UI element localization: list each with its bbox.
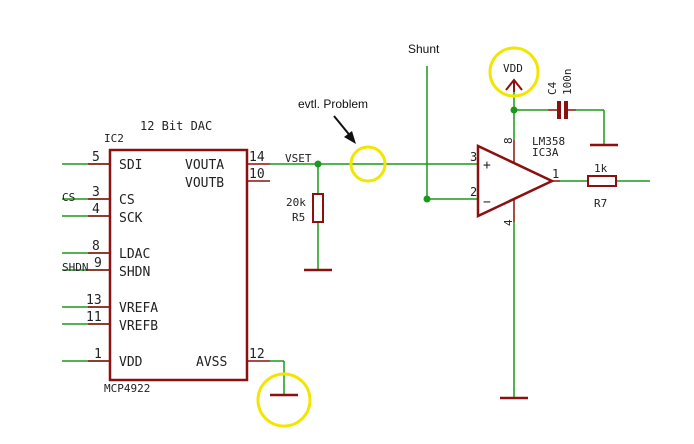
junction-vset bbox=[314, 160, 322, 168]
ic2-ref: IC2 bbox=[104, 132, 124, 145]
highlight-vdd-circle bbox=[488, 46, 540, 98]
c4-value: 100n bbox=[561, 69, 574, 96]
pin-name: VDD bbox=[119, 355, 143, 370]
pin-number: 10 bbox=[249, 167, 265, 182]
ic2-pin-3: 3 CS CS bbox=[62, 185, 135, 208]
opamp-pin-8: 8 bbox=[502, 137, 515, 144]
pin-name: LDAC bbox=[119, 247, 150, 262]
opamp-body bbox=[476, 144, 555, 218]
junction-vdd bbox=[510, 106, 518, 114]
ic2-pin-10: 10 VOUTB bbox=[185, 167, 270, 191]
opamp-pin-4: 4 bbox=[502, 219, 515, 226]
r7-value: 1k bbox=[594, 162, 608, 175]
opamp-pin-1: 1 bbox=[552, 167, 559, 181]
net-label-shdn: SHDN bbox=[62, 261, 89, 274]
ic2-pin-9: 9 SHDN SHDN bbox=[62, 256, 150, 280]
pin-name: VOUTB bbox=[185, 176, 224, 191]
opamp-pin-2: 2 bbox=[470, 185, 477, 199]
pin-number: 12 bbox=[249, 347, 265, 362]
ic2-part: MCP4922 bbox=[104, 382, 150, 395]
ic2-body bbox=[108, 148, 249, 382]
opamp-plus-sign: + bbox=[483, 158, 491, 173]
junction-shunt bbox=[423, 195, 431, 203]
opamp-ic3a: + − 3 2 1 8 4 LM358 IC3A bbox=[470, 135, 565, 226]
ic2-pin-12: 12 AVSS bbox=[196, 347, 270, 370]
r7-ref: R7 bbox=[594, 197, 607, 210]
ic2-dac: 12 Bit DAC IC2 MCP4922 5 SDI 3 CS CS 4 S… bbox=[62, 119, 270, 395]
ic2-pin-1: 1 VDD bbox=[62, 347, 143, 370]
r5-ref: R5 bbox=[292, 211, 305, 224]
vdd-supply-symbol: VDD bbox=[503, 62, 523, 92]
c4-ref: C4 bbox=[546, 81, 559, 95]
pin-number: 14 bbox=[249, 150, 265, 165]
ic2-pin-5: 5 SDI bbox=[62, 150, 142, 173]
ic2-pin-11: 11 VREFB bbox=[62, 310, 158, 334]
pin-number: 4 bbox=[92, 202, 100, 217]
ic2-title: 12 Bit DAC bbox=[140, 119, 212, 133]
pin-name: SCK bbox=[119, 211, 143, 226]
opamp-ref: IC3A bbox=[532, 146, 559, 159]
opamp-pin-3: 3 bbox=[470, 150, 477, 164]
pin-name: VOUTA bbox=[185, 158, 224, 173]
r5-value: 20k bbox=[286, 196, 306, 209]
capacitor-c4: C4 100n bbox=[546, 69, 576, 119]
opamp-minus-sign: − bbox=[483, 195, 491, 210]
pin-number: 13 bbox=[86, 293, 102, 308]
wires bbox=[270, 66, 650, 398]
annotation-problem: evtl. Problem bbox=[298, 97, 368, 111]
pin-number: 9 bbox=[94, 256, 102, 271]
highlight-vset-circle bbox=[349, 145, 387, 183]
resistor-r5: 20k R5 bbox=[286, 193, 324, 224]
pin-number: 8 bbox=[92, 239, 100, 254]
ic2-pin-13: 13 VREFA bbox=[62, 293, 158, 316]
resistor-r7: 1k R7 bbox=[587, 162, 617, 210]
net-label-vset: VSET bbox=[285, 152, 312, 165]
pin-number: 3 bbox=[92, 185, 100, 200]
problem-arrow-icon bbox=[333, 115, 356, 144]
pin-name: SHDN bbox=[119, 265, 150, 280]
ic2-pin-14: 14 VOUTA bbox=[185, 150, 270, 173]
annotation-shunt: Shunt bbox=[408, 42, 440, 56]
pin-number: 5 bbox=[92, 150, 100, 165]
net-label-cs: CS bbox=[62, 191, 75, 204]
ic2-pin-8: 8 LDAC bbox=[62, 239, 150, 262]
opamp-part: LM358 bbox=[532, 135, 565, 148]
pin-name: VREFA bbox=[119, 301, 158, 316]
pin-number: 1 bbox=[94, 347, 102, 362]
pin-name: CS bbox=[119, 193, 135, 208]
pin-number: 11 bbox=[86, 310, 102, 325]
vdd-label: VDD bbox=[503, 62, 523, 75]
pin-name: AVSS bbox=[196, 355, 227, 370]
ic2-pin-4: 4 SCK bbox=[62, 202, 143, 226]
highlight-gnd-circle bbox=[256, 372, 312, 428]
pin-name: SDI bbox=[119, 158, 142, 173]
pin-name: VREFB bbox=[119, 319, 158, 334]
